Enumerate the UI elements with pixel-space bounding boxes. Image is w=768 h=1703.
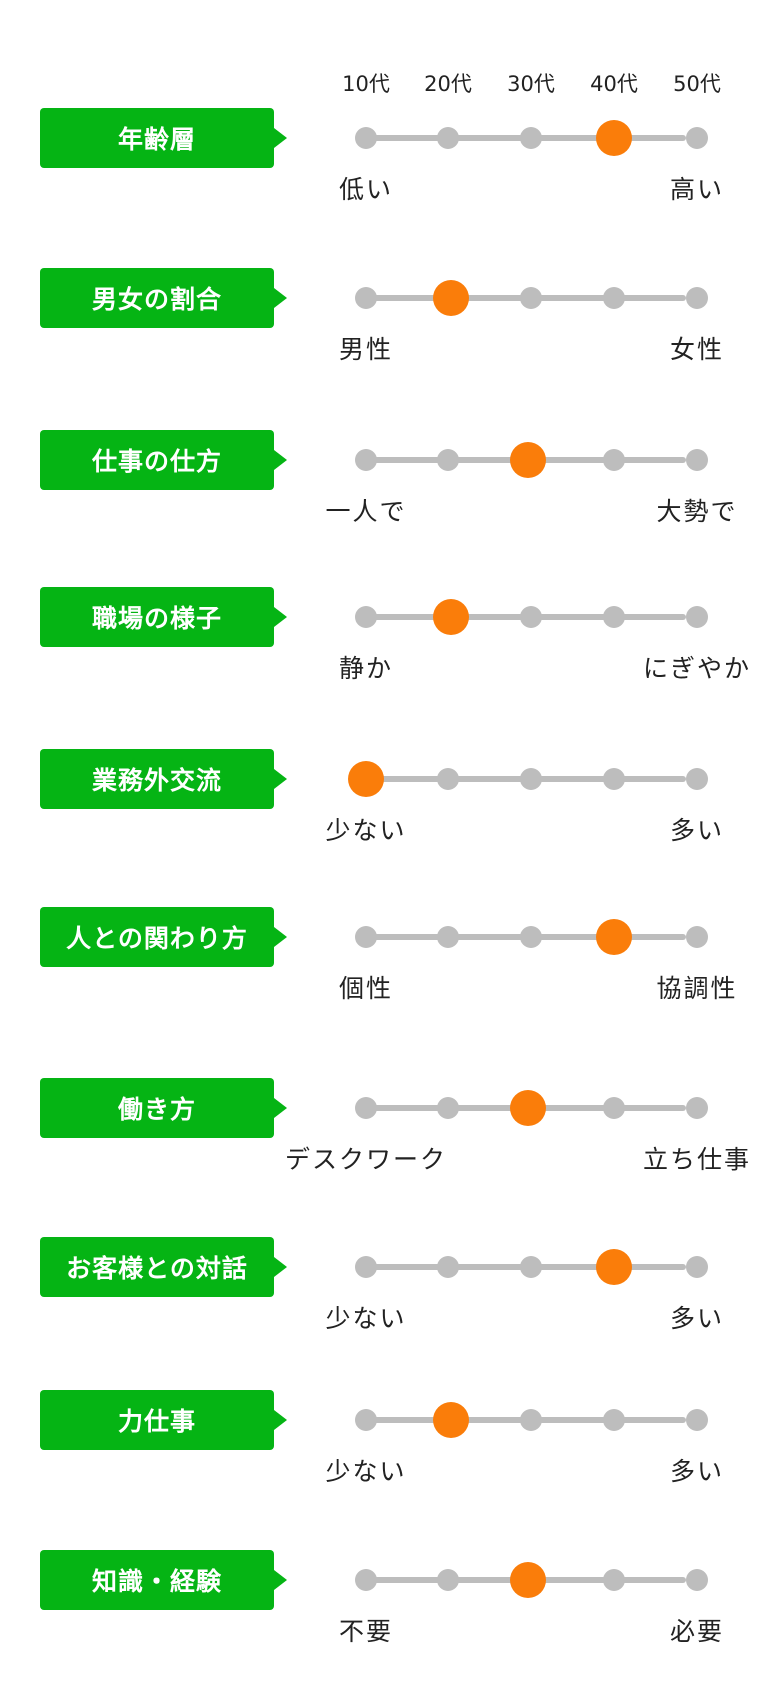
scale-right-label: 立ち仕事 — [642, 1145, 751, 1174]
selected-level-marker — [510, 442, 546, 478]
level-dot — [603, 1097, 625, 1119]
scale-tick-label: 20代 — [424, 72, 472, 96]
level-dot — [603, 768, 625, 790]
selected-level-marker — [596, 919, 632, 955]
attribute-row: 知識・経験不要 必要 — [0, 1550, 768, 1670]
attribute-label: お客様との対話 — [40, 1237, 287, 1297]
level-dot — [437, 768, 459, 790]
attribute-label: 業務外交流 — [40, 749, 287, 809]
selected-level-marker — [510, 1090, 546, 1126]
attribute-label: 職場の様子 — [40, 587, 287, 647]
scale-left-label: 個性 — [338, 974, 393, 1003]
selected-level-marker — [348, 761, 384, 797]
attribute-row: 10代 20代 30代 40代 50代年齢層低い 高い — [0, 72, 768, 228]
scale-left-label: 少ない — [325, 816, 407, 845]
level-dot — [603, 606, 625, 628]
level-dot — [520, 287, 542, 309]
level-dot — [520, 926, 542, 948]
level-dot — [355, 1097, 377, 1119]
scale-right-label: にぎやか — [642, 654, 751, 683]
attribute-row: お客様との対話少ない 多い — [0, 1237, 768, 1357]
attribute-label: 働き方 — [40, 1078, 287, 1138]
level-dot — [686, 1569, 708, 1591]
scale-right-label: 多い — [669, 1457, 724, 1486]
scale-right-label: 必要 — [669, 1617, 724, 1646]
attribute-row: 働き方デスクワーク 立ち仕事 — [0, 1078, 768, 1198]
attribute-row: 業務外交流少ない 多い — [0, 749, 768, 869]
scale-tick-label: 30代 — [507, 72, 555, 96]
attribute-label: 知識・経験 — [40, 1550, 287, 1610]
level-dot — [355, 606, 377, 628]
attribute-label: 仕事の仕方 — [40, 430, 287, 490]
level-dot — [686, 1256, 708, 1278]
selected-level-marker — [596, 1249, 632, 1285]
scale-left-label: 静か — [338, 654, 393, 683]
attribute-row: 人との関わり方個性 協調性 — [0, 907, 768, 1027]
attribute-label: 人との関わり方 — [40, 907, 287, 967]
level-dot — [686, 1097, 708, 1119]
scale-right-label: 大勢で — [656, 497, 738, 526]
level-dot — [437, 1097, 459, 1119]
scale-left-label: 不要 — [338, 1617, 393, 1646]
selected-level-marker — [433, 599, 469, 635]
scale-right-label: 女性 — [669, 335, 724, 364]
level-dot — [686, 606, 708, 628]
scale-left-label: 男性 — [338, 335, 393, 364]
scale-left-label: 少ない — [325, 1304, 407, 1333]
level-dot — [437, 449, 459, 471]
level-dot — [686, 287, 708, 309]
attribute-label: 男女の割合 — [40, 268, 287, 328]
level-dot — [355, 926, 377, 948]
selected-level-marker — [433, 280, 469, 316]
level-dot — [355, 1569, 377, 1591]
level-dot — [437, 1569, 459, 1591]
level-dot — [686, 926, 708, 948]
selected-level-marker — [596, 120, 632, 156]
level-dot — [686, 449, 708, 471]
scale-right-label: 協調性 — [656, 974, 738, 1003]
selected-level-marker — [433, 1402, 469, 1438]
level-dot — [686, 1409, 708, 1431]
level-dot — [603, 1569, 625, 1591]
scale-left-label: 一人で — [325, 497, 407, 526]
selected-level-marker — [510, 1562, 546, 1598]
attribute-row: 男女の割合男性 女性 — [0, 268, 768, 388]
scale-right-label: 多い — [669, 1304, 724, 1333]
attribute-row: 職場の様子静か にぎやか — [0, 587, 768, 707]
scale-tick-label: 50代 — [673, 72, 721, 96]
level-dot — [520, 1409, 542, 1431]
level-dot — [355, 449, 377, 471]
scale-left-label: 少ない — [325, 1457, 407, 1486]
scale-left-label: デスクワーク — [284, 1145, 447, 1174]
scale-left-label: 低い — [338, 175, 393, 204]
level-dot — [437, 926, 459, 948]
level-dot — [437, 1256, 459, 1278]
scale-right-label: 多い — [669, 816, 724, 845]
scale-right-label: 高い — [669, 175, 724, 204]
level-dot — [603, 287, 625, 309]
attribute-row: 仕事の仕方一人で 大勢で — [0, 430, 768, 550]
level-dot — [603, 449, 625, 471]
attribute-label: 年齢層 — [40, 108, 287, 168]
level-dot — [686, 127, 708, 149]
scale-ticks: 10代 20代 30代 40代 50代 — [0, 68, 768, 96]
level-dot — [520, 768, 542, 790]
level-dot — [355, 127, 377, 149]
attribute-row: 力仕事少ない 多い — [0, 1390, 768, 1510]
level-dot — [520, 1256, 542, 1278]
level-dot — [686, 768, 708, 790]
level-dot — [437, 127, 459, 149]
scale-tick-label: 10代 — [342, 72, 390, 96]
level-dot — [355, 1409, 377, 1431]
level-dot — [355, 287, 377, 309]
level-dot — [355, 1256, 377, 1278]
scale-tick-label: 40代 — [590, 72, 638, 96]
level-dot — [603, 1409, 625, 1431]
attribute-label: 力仕事 — [40, 1390, 287, 1450]
level-dot — [520, 606, 542, 628]
level-dot — [520, 127, 542, 149]
